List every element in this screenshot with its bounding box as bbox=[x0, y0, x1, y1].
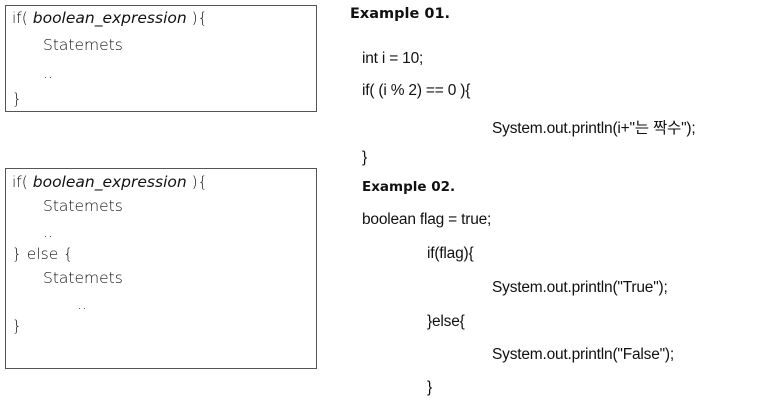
example-02-title: Example 02. bbox=[362, 179, 456, 195]
example-02-code-line-1: boolean flag = true; bbox=[362, 211, 492, 228]
if-header-line: if( boolean_expression ){ bbox=[12, 9, 208, 27]
else-statements-line: Statemets bbox=[43, 269, 123, 287]
if-brace-open: ){ bbox=[186, 9, 208, 27]
boolean-expression-placeholder: boolean_expression bbox=[32, 173, 187, 191]
if-header-line: if( boolean_expression ){ bbox=[12, 173, 208, 191]
example-01-code-line-2: if( (i % 2) == 0 ){ bbox=[362, 82, 471, 99]
example-01-code-line-1: int i = 10; bbox=[362, 50, 424, 67]
if-brace-open: ){ bbox=[186, 173, 208, 191]
example-02-code-line-3: System.out.println("True"); bbox=[492, 279, 668, 296]
if-else-syntax-box: if( boolean_expression ){ Statemets .. }… bbox=[5, 168, 317, 369]
closing-brace: } bbox=[12, 90, 22, 108]
example-01-code-line-4: } bbox=[362, 149, 367, 166]
example-02-code-line-4: }else{ bbox=[427, 313, 465, 330]
ellipsis-line: .. bbox=[43, 223, 53, 241]
if-syntax-box: if( boolean_expression ){ Statemets .. } bbox=[5, 5, 317, 112]
if-keyword-open: if( bbox=[12, 9, 33, 27]
else-ellipsis-line: .. bbox=[77, 295, 87, 313]
example-02-code-line-6: } bbox=[427, 379, 432, 396]
if-keyword-open: if( bbox=[12, 173, 33, 191]
else-line: } else { bbox=[12, 245, 74, 263]
example-02-code-line-2: if(flag){ bbox=[427, 245, 474, 262]
example-01-title: Example 01. bbox=[350, 6, 451, 22]
statements-line: Statemets bbox=[43, 36, 123, 54]
example-01-code-line-3: System.out.println(i+"는 짝수"); bbox=[492, 120, 696, 137]
boolean-expression-placeholder: boolean_expression bbox=[32, 9, 187, 27]
closing-brace: } bbox=[12, 317, 22, 335]
example-02-code-line-5: System.out.println("False"); bbox=[492, 346, 674, 363]
statements-line: Statemets bbox=[43, 197, 123, 215]
ellipsis-line: .. bbox=[43, 64, 53, 82]
